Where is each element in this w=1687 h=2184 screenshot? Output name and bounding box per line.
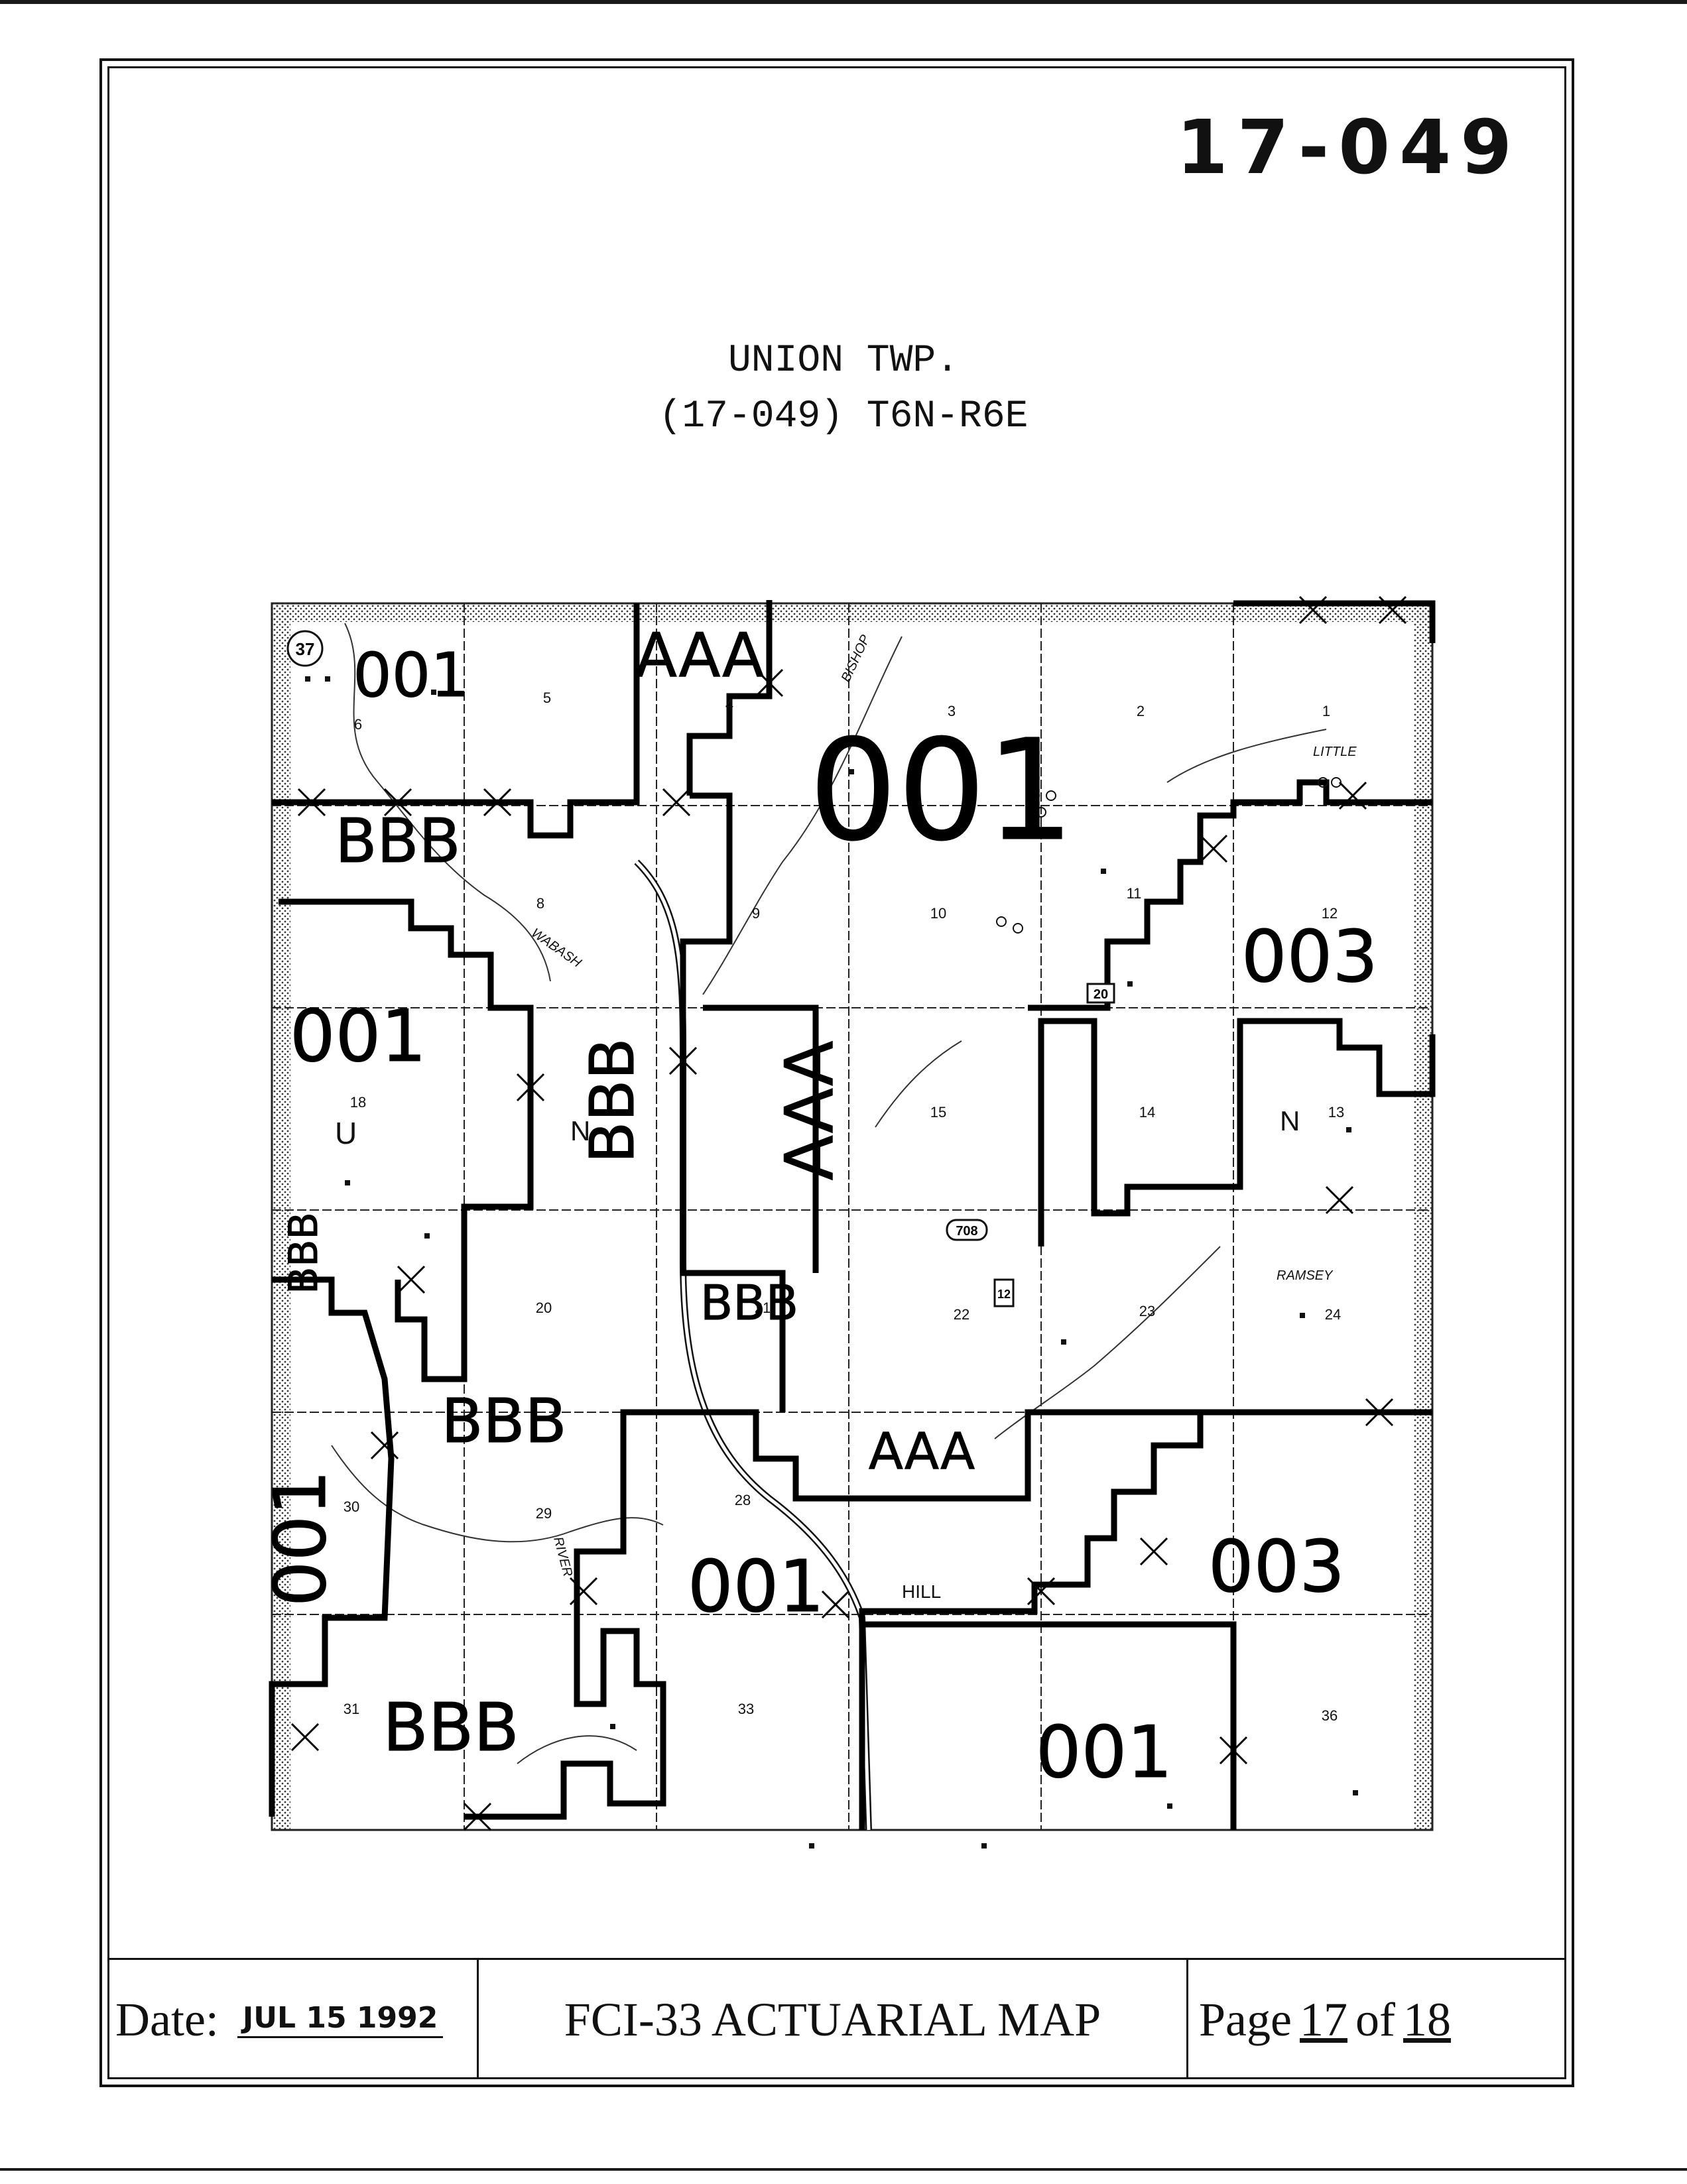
route-shield-12: 12 [993, 1278, 1015, 1307]
route-37-label: 37 [296, 639, 315, 659]
outer-border [99, 58, 1574, 2087]
label-ramsey: RAMSEY [1277, 1268, 1334, 1283]
zone-003: 003 [1208, 1526, 1345, 1608]
route-shield-708: 708 [946, 1219, 988, 1241]
zone-001: 001 [290, 995, 426, 1078]
page-label: Page [1199, 1992, 1292, 2046]
inner-border [107, 66, 1566, 2079]
label-river: RIVER [550, 1536, 575, 1579]
route-shield-37: 37 [286, 630, 324, 667]
section-8: 8 [536, 895, 544, 912]
section-29: 29 [536, 1505, 552, 1522]
route-20-label: 20 [1093, 987, 1108, 1002]
zone-bbb: BBB [281, 1212, 327, 1294]
township-title: UNION TWP. [727, 339, 960, 383]
zone-bbb: BBB [383, 1689, 519, 1766]
section-13: 13 [1328, 1104, 1344, 1121]
zone-aaa: AAA [869, 1422, 975, 1481]
township-subtitle: (17-049) T6N-R6E [658, 395, 1029, 438]
section-12: 12 [1322, 905, 1338, 922]
footer-page-cell: Page 17 of 18 [1188, 1960, 1566, 2079]
footer-title-cell: FCI-33 ACTUARIAL MAP [479, 1960, 1188, 2079]
section-28: 28 [735, 1492, 751, 1508]
section-30: 30 [344, 1498, 359, 1515]
section-18: 18 [350, 1094, 366, 1111]
section-14: 14 [1139, 1104, 1155, 1121]
zone-boundaries [269, 600, 1436, 1830]
highway [634, 859, 872, 1831]
zone-bbb: BBB [441, 1386, 566, 1457]
zone-aaa: AAA [635, 620, 764, 691]
section-22: 22 [954, 1306, 969, 1323]
footer-date-cell: Date: JUL 15 1992 [107, 1960, 479, 2079]
section-5: 5 [543, 690, 551, 706]
section-9: 9 [752, 905, 760, 922]
page-number: 17 [1299, 1992, 1347, 2046]
route-12-label: 12 [997, 1288, 1011, 1301]
bottom-rule [0, 2168, 1687, 2171]
section-6: 6 [354, 716, 362, 733]
zone-aaa: AAA [771, 1041, 848, 1181]
zone-003: 003 [1241, 916, 1378, 999]
section-10: 10 [930, 905, 946, 922]
footer-bar: Date: JUL 15 1992 FCI-33 ACTUARIAL MAP P… [107, 1958, 1566, 2079]
section-24: 24 [1325, 1306, 1341, 1323]
map-id: 17-049 [1176, 105, 1521, 191]
zone-001: 001 [353, 640, 469, 711]
section-4: 4 [725, 696, 733, 713]
date-label: Date: [115, 1992, 219, 2046]
label-wabash: WABASH [529, 926, 584, 971]
section-grid [271, 602, 1434, 1831]
section-3: 3 [948, 703, 956, 719]
route-708-label: 708 [956, 1224, 977, 1239]
label-n-east: N [1280, 1105, 1300, 1136]
map-name: FCI-33 ACTUARIAL MAP [564, 1992, 1101, 2046]
label-bishop: BISHOP [839, 633, 873, 684]
label-u: U [335, 1116, 357, 1150]
zone-bbb: BBB [577, 1038, 648, 1163]
label-hill: HILL [902, 1581, 941, 1602]
section-21: 21 [755, 1300, 771, 1316]
label-n-west: N [570, 1115, 590, 1146]
zone-001: 001 [688, 1546, 824, 1628]
zone-bbb: BBB [700, 1275, 798, 1331]
township-map: 37 20 708 12 LITTLE BISHOP WABASH RIVER … [265, 583, 1439, 1876]
rate-zone-labels: 001 AAA 001 BBB 003 001 BBB AAA BBB BBB … [265, 620, 1379, 1795]
section-23: 23 [1139, 1303, 1155, 1319]
page-total: 18 [1403, 1992, 1451, 2046]
zone-001: 001 [265, 1470, 342, 1607]
section-2: 2 [1137, 703, 1145, 719]
route-shield-20: 20 [1086, 983, 1115, 1004]
parcel-marks [305, 676, 1358, 1849]
section-33: 33 [738, 1701, 754, 1717]
section-11: 11 [1127, 885, 1142, 902]
page-of: of [1355, 1992, 1395, 2046]
zone-001: 001 [1036, 1711, 1172, 1794]
date-stamp: JUL 15 1992 [237, 2001, 444, 2038]
zone-001: 001 [809, 709, 1075, 872]
top-rule [0, 0, 1687, 4]
label-little: LITTLE [1313, 745, 1357, 759]
section-15: 15 [930, 1104, 946, 1121]
section-36: 36 [1322, 1707, 1338, 1724]
section-20: 20 [536, 1300, 552, 1316]
boundary-ticks [290, 595, 1407, 1831]
section-1: 1 [1322, 703, 1330, 719]
zone-bbb: BBB [335, 806, 460, 877]
section-numbers: 1 2 3 4 5 6 8 9 10 11 12 13 14 15 18 20 … [344, 690, 1344, 1724]
section-31: 31 [344, 1701, 359, 1717]
